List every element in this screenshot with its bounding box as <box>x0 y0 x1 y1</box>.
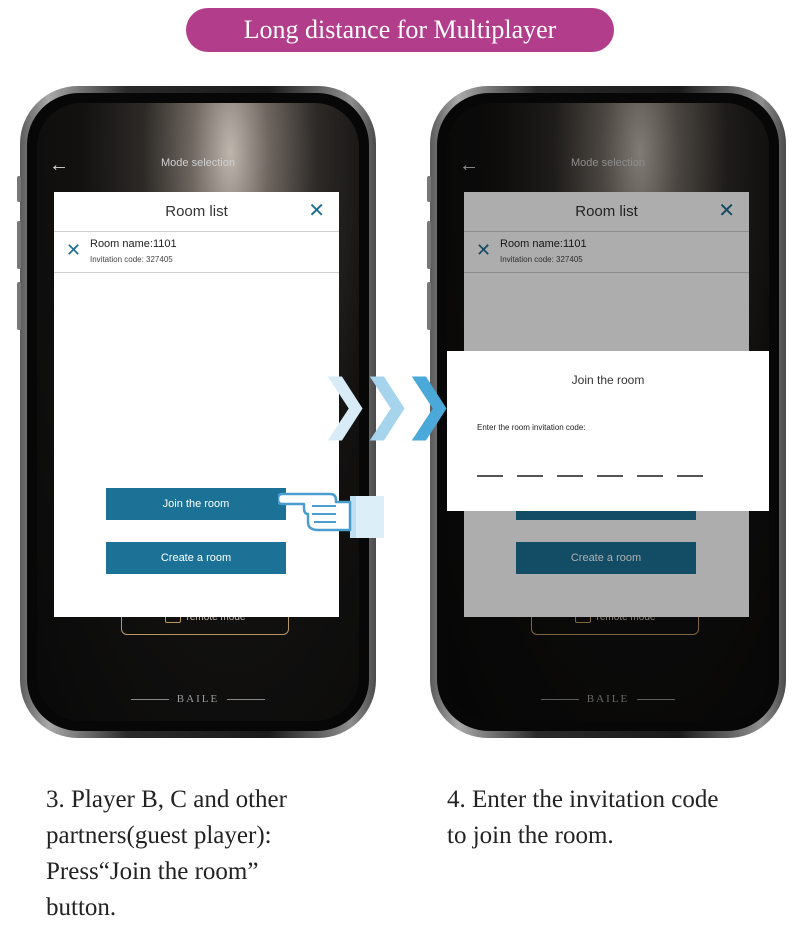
code-digit-slot[interactable] <box>677 475 703 477</box>
next-step-arrows: ❯ ❯ ❯ <box>318 370 468 440</box>
close-icon[interactable]: ✕ <box>718 200 735 222</box>
dialog-header: Room list ✕ <box>54 192 339 232</box>
dialog-title: Room list <box>165 203 228 220</box>
invitation-code: Invitation code: 327405 <box>500 255 583 264</box>
room-list-item[interactable]: ✕ Room name:1101 Invitation code: 327405 <box>54 232 339 273</box>
phone-screen: ← Mode selection remote mode BAILE Room … <box>37 103 359 721</box>
code-digit-slot[interactable] <box>557 475 583 477</box>
phone-side-button <box>427 221 431 269</box>
phone-side-button <box>427 176 431 202</box>
remove-room-icon[interactable]: ✕ <box>476 240 492 260</box>
mode-selection-title: Mode selection <box>161 157 235 169</box>
code-digit-slot[interactable] <box>517 475 543 477</box>
brand-logo: BAILE <box>37 693 359 705</box>
pointing-hand-icon <box>278 492 384 538</box>
room-list-dialog: Room list ✕ ✕ Room name:1101 Invitation … <box>54 192 339 617</box>
room-name: Room name:1101 <box>500 238 587 250</box>
remote-mode-label: remote mode <box>186 611 246 623</box>
remote-mode-label: remote mode <box>596 611 656 623</box>
chevron-right-icon: ❯ <box>360 367 414 441</box>
back-arrow-icon[interactable]: ← <box>459 154 479 176</box>
phone-screen: ← Mode selection remote mode BAILE Room … <box>447 103 769 721</box>
app-top-bar: ← Mode selection <box>447 155 769 177</box>
chevron-right-icon: ❯ <box>402 367 456 441</box>
phone-side-button <box>17 221 21 269</box>
brand-logo: BAILE <box>447 693 769 705</box>
room-name: Room name:1101 <box>90 238 177 250</box>
create-room-button[interactable]: Create a room <box>106 542 286 574</box>
code-digit-slot[interactable] <box>477 475 503 477</box>
remove-room-icon[interactable]: ✕ <box>66 240 82 260</box>
step-4-caption: 4. Enter the invitation code to join the… <box>447 786 719 849</box>
dialog-header: Room list ✕ <box>464 192 749 232</box>
phone-bezel: ← Mode selection remote mode BAILE Room … <box>27 93 369 731</box>
join-room-button[interactable]: Join the room <box>106 488 286 520</box>
invitation-code: Invitation code: 327405 <box>90 255 173 264</box>
phone-step-3: ← Mode selection remote mode BAILE Room … <box>17 86 376 738</box>
banner-title: Long distance for Multiplayer <box>186 8 614 52</box>
phone-step-4: ← Mode selection remote mode BAILE Room … <box>427 86 786 738</box>
invitation-code-prompt: Enter the room invitation code: <box>477 423 586 432</box>
close-icon[interactable]: ✕ <box>308 200 325 222</box>
join-dialog-title: Join the room <box>571 373 645 387</box>
phone-side-button <box>427 282 431 330</box>
app-top-bar: ← Mode selection <box>37 155 359 177</box>
back-arrow-icon[interactable]: ← <box>49 154 69 176</box>
code-digit-slot[interactable] <box>637 475 663 477</box>
phone-side-button <box>17 282 21 330</box>
join-room-dialog: Join the room Enter the room invitation … <box>447 351 769 511</box>
chevron-right-icon: ❯ <box>318 367 372 441</box>
step-3-caption: 3. Player B, C and other partners(guest … <box>46 786 287 921</box>
phone-bezel: ← Mode selection remote mode BAILE Room … <box>437 93 779 731</box>
create-room-button[interactable]: Create a room <box>516 542 696 574</box>
code-digit-slot[interactable] <box>597 475 623 477</box>
mode-selection-title: Mode selection <box>571 157 645 169</box>
dialog-title: Room list <box>575 203 638 220</box>
room-list-item[interactable]: ✕ Room name:1101 Invitation code: 327405 <box>464 232 749 273</box>
invitation-code-input[interactable] <box>477 475 703 477</box>
phone-side-button <box>17 176 21 202</box>
